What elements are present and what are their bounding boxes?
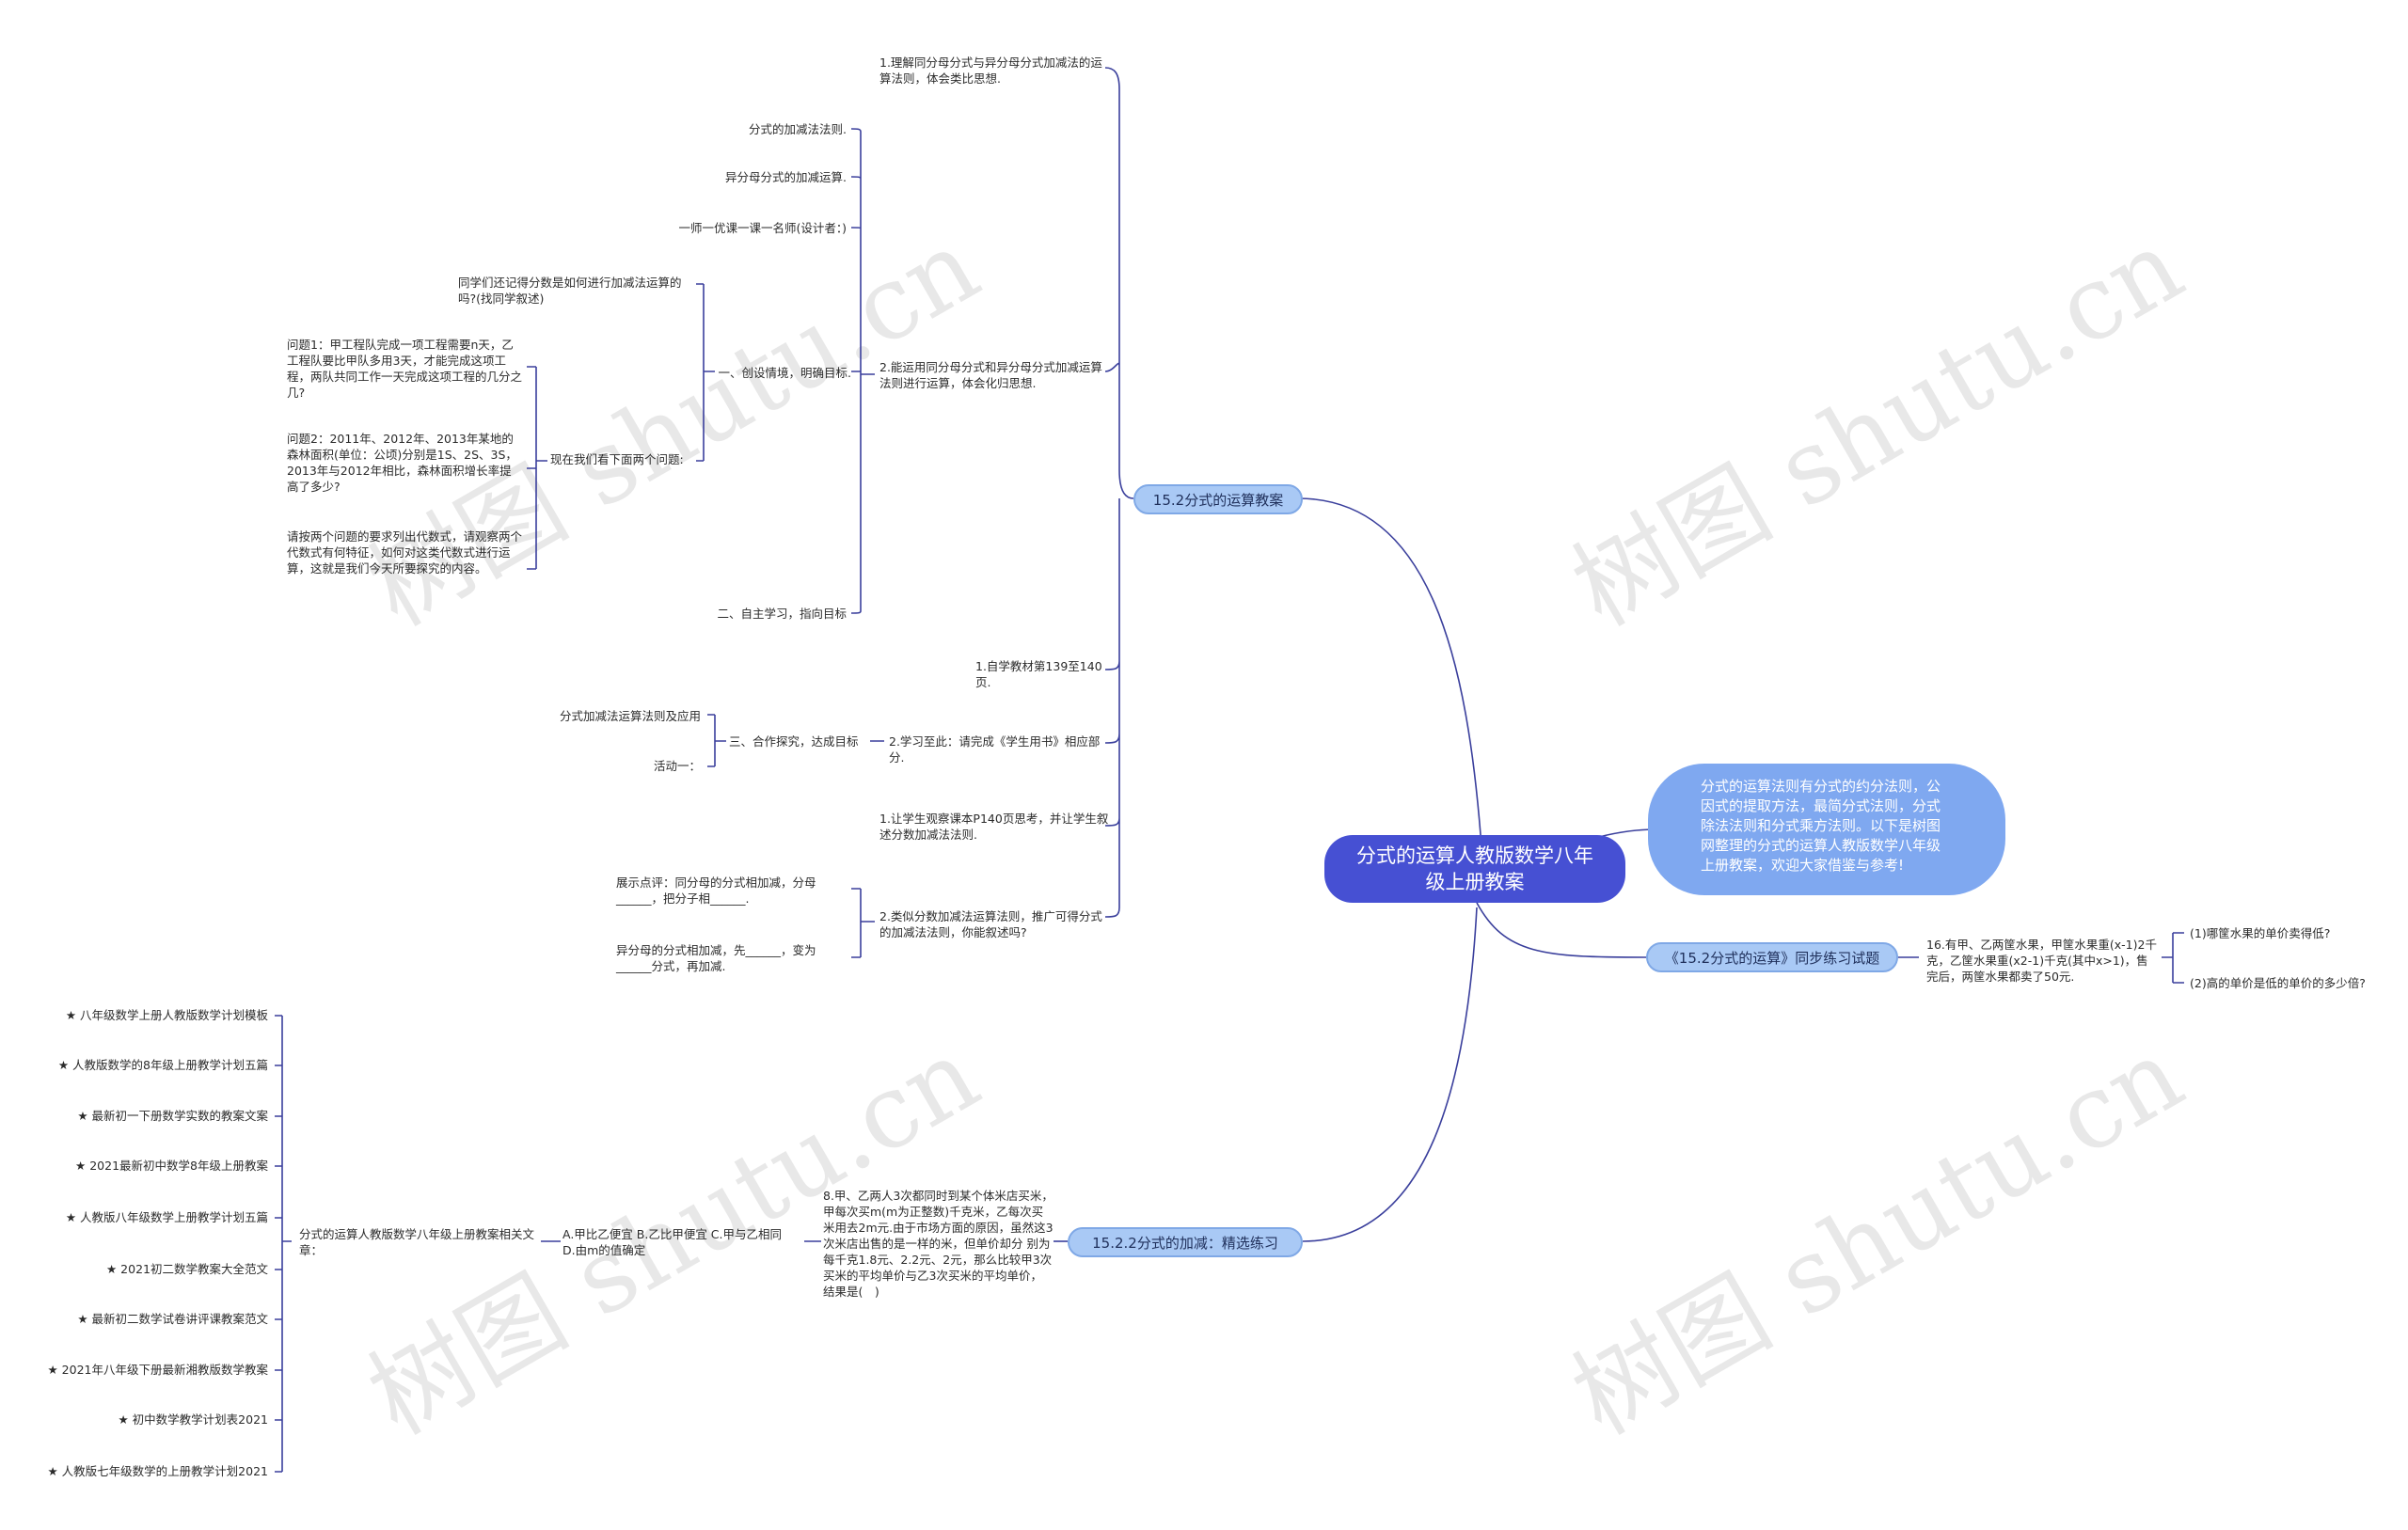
brace-item6 [851,888,875,958]
related-article-link[interactable]: ★ 2021年八年级下册最新湘教版数学教案 [47,1363,269,1377]
activity-one: 活动一： [653,759,701,773]
brace-sub4b [527,366,547,570]
rules-and-application: 分式加减法运算法则及应用 [559,709,701,723]
related-article-link[interactable]: ★ 八年级数学上册人教版数学计划模板 [65,1008,268,1022]
brace-item2 [850,128,875,614]
fruit-problem: 16.有甲、乙两筐水果，甲筐水果重(x-1)2千克，乙筐水果重(x2-1)千克(… [1926,938,2157,984]
complete-student-book: 2.学习至此：请完成《学生用书》相应部分. [889,734,1101,765]
rice-problem: 8.甲、乙两人3次都同时到某个体米店买米，甲每次买m(m为正整数)千克米，乙每次… [823,1189,1054,1299]
question-lower-price: (1)哪筐水果的单价卖得低? [2190,926,2331,940]
related-article-link[interactable]: ★ 人教版七年级数学的上册教学计划2021 [47,1464,269,1478]
related-articles-title: 分式的运算人教版数学八年级上册教案相关文章： [299,1227,535,1257]
problem-instruction: 请按两个问题的要求列出代数式，请观察两个代数式有何特征，如何对这类代数式进行运算… [287,529,523,576]
designer-credit: 一师一优课一课一名师(设计者：) [678,221,847,235]
recall-fraction-addition: 同学们还记得分数是如何进行加减法运算的吗?(找同学叙述) [458,276,682,306]
self-study-pages: 1.自学教材第139至140页. [975,659,1102,689]
related-article-link[interactable]: ★ 2021初二数学教案大全范文 [106,1262,268,1276]
step-cooperative-inquiry: 三、合作探究，达成目标 [729,734,859,749]
edge-root-branch3 [1302,907,1478,1242]
description-bubble[interactable]: 分式的运算法则有分式的约分法则，公因式的提取方法，最简分式法则，分式除法法则和分… [1648,764,2005,895]
brace-branch1 [1104,67,1134,918]
problem-1: 问题1：甲工程队完成一项工程需要n天，乙工程队要比甲队多用3天，才能完成这项工程… [287,338,523,400]
brace-sub4 [696,283,715,462]
edge-root-desc [1598,828,1656,838]
related-article-link[interactable]: ★ 初中数学教学计划表2021 [118,1412,269,1427]
key-point-unlike-denominators: 异分母分式的加减运算. [725,170,847,184]
branch-sync-exercises[interactable]: 《15.2分式的运算》同步练习试题 [1646,942,1898,972]
related-article-link[interactable]: ★ 2021最新初中数学8年级上册教案 [75,1159,268,1173]
root-topic[interactable]: 分式的运算人教版数学八年级上册教案 [1324,835,1625,903]
related-article-link[interactable]: ★ 最新初一下册数学实数的教案文案 [77,1109,268,1123]
question-price-ratio: (2)高的单价是低的单价的多少倍? [2190,976,2366,990]
goal-apply-rules: 2.能运用同分母分式和异分母分式加减运算法则进行运算，体会化归思想. [879,360,1102,390]
related-article-link[interactable]: ★ 人教版数学的8年级上册教学计划五篇 [57,1058,268,1072]
step-self-study: 二、自主学习，指向目标 [717,607,847,621]
step-create-scenario: 一、创设情境，明确目标. [718,366,851,380]
edge-root-branch1 [1297,497,1482,847]
problem-2: 问题2：2011年、2012年、2013年某地的森林面积(单位：公顷)分别是1S… [287,432,517,494]
two-problems-intro: 现在我们看下面两个问题: [550,452,684,466]
edge-root-branch2 [1476,902,1647,958]
branch-selected-practice[interactable]: 15.2.2分式的加减：精选练习 [1068,1227,1303,1257]
observe-textbook: 1.让学生观察课本P140页思考，并让学生叙述分数加减法法则. [879,812,1109,842]
unlike-denominator-blank: 异分母的分式相加减，先______，变为______分式，再加减. [616,943,816,973]
key-point-rules: 分式的加减法法则. [749,122,847,136]
showcase-same-denominator: 展示点评：同分母的分式相加减，分母______，把分子相______. [616,875,816,906]
brace-related [275,1015,292,1473]
brace-branch2 [2162,932,2184,984]
related-article-link[interactable]: ★ 人教版八年级数学上册教学计划五篇 [65,1210,268,1224]
related-article-link[interactable]: ★ 最新初二数学试卷讲评课教案范文 [77,1312,268,1326]
generalize-rules: 2.类似分数加减法运算法则，推广可得分式的加减法法则，你能叙述吗? [879,909,1102,939]
goal-understand-rules: 1.理解同分母分式与异分母分式加减法的运算法则，体会类比思想. [879,55,1102,86]
branch-operations-lesson[interactable]: 15.2分式的运算教案 [1133,484,1303,514]
answer-options: A.甲比乙便宜 B.乙比甲便宜 C.甲与乙相同 D.由m的值确定 [562,1227,783,1257]
brace-item4 [707,714,884,767]
